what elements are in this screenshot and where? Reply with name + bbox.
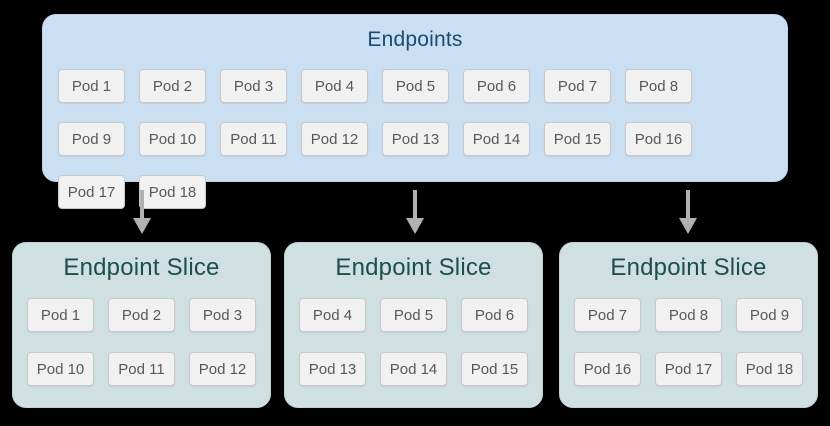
pod-box: Pod 3 xyxy=(220,69,287,103)
endpoints-pod-grid: Pod 1 Pod 2 Pod 3 Pod 4 Pod 5 Pod 6 Pod … xyxy=(43,69,787,209)
pod-box: Pod 3 xyxy=(189,298,256,332)
pod-box: Pod 2 xyxy=(139,69,206,103)
pod-box: Pod 12 xyxy=(301,122,368,156)
pod-box: Pod 8 xyxy=(655,298,722,332)
arrow-head xyxy=(406,218,424,234)
pod-box: Pod 13 xyxy=(299,352,366,386)
endpoint-slice-title: Endpoint Slice xyxy=(335,254,492,281)
arrow-stem xyxy=(140,190,144,218)
pod-box: Pod 10 xyxy=(139,122,206,156)
pod-box: Pod 9 xyxy=(736,298,803,332)
pod-box: Pod 1 xyxy=(58,69,125,103)
pod-box: Pod 14 xyxy=(463,122,530,156)
pod-box: Pod 7 xyxy=(544,69,611,103)
down-arrow-icon xyxy=(679,190,697,234)
pod-box: Pod 18 xyxy=(736,352,803,386)
pod-box: Pod 15 xyxy=(544,122,611,156)
pod-box: Pod 10 xyxy=(27,352,94,386)
pod-box: Pod 13 xyxy=(382,122,449,156)
pod-box: Pod 5 xyxy=(382,69,449,103)
pod-box: Pod 9 xyxy=(58,122,125,156)
pod-box: Pod 6 xyxy=(461,298,528,332)
pod-box: Pod 8 xyxy=(625,69,692,103)
pod-box: Pod 16 xyxy=(625,122,692,156)
slice-pod-grid: Pod 7 Pod 8 Pod 9 Pod 16 Pod 17 Pod 18 xyxy=(560,298,817,386)
down-arrow-icon xyxy=(406,190,424,234)
endpoint-slice-box-1: Endpoint Slice Pod 1 Pod 2 Pod 3 Pod 10 … xyxy=(12,242,271,408)
endpoint-slice-title: Endpoint Slice xyxy=(63,254,220,281)
endpoint-slice-title: Endpoint Slice xyxy=(610,254,767,281)
endpoint-slice-box-3: Endpoint Slice Pod 7 Pod 8 Pod 9 Pod 16 … xyxy=(559,242,818,408)
arrow-head xyxy=(679,218,697,234)
pod-box: Pod 18 xyxy=(139,175,206,209)
slice-pod-grid: Pod 1 Pod 2 Pod 3 Pod 10 Pod 11 Pod 12 xyxy=(13,298,270,386)
pod-box: Pod 2 xyxy=(108,298,175,332)
pod-box: Pod 5 xyxy=(380,298,447,332)
pod-box: Pod 7 xyxy=(574,298,641,332)
pod-box: Pod 17 xyxy=(58,175,125,209)
pod-box: Pod 11 xyxy=(220,122,287,156)
pod-box: Pod 17 xyxy=(655,352,722,386)
pod-box: Pod 12 xyxy=(189,352,256,386)
pod-box: Pod 1 xyxy=(27,298,94,332)
down-arrow-icon xyxy=(133,190,151,234)
pod-box: Pod 11 xyxy=(108,352,175,386)
pod-box: Pod 6 xyxy=(463,69,530,103)
arrow-stem xyxy=(413,190,417,218)
endpoints-title: Endpoints xyxy=(367,28,463,51)
pod-box: Pod 15 xyxy=(461,352,528,386)
pod-box: Pod 4 xyxy=(301,69,368,103)
pod-box: Pod 4 xyxy=(299,298,366,332)
arrow-stem xyxy=(686,190,690,218)
endpoint-slice-box-2: Endpoint Slice Pod 4 Pod 5 Pod 6 Pod 13 … xyxy=(284,242,543,408)
arrow-head xyxy=(133,218,151,234)
endpoints-box: Endpoints Pod 1 Pod 2 Pod 3 Pod 4 Pod 5 … xyxy=(42,14,788,209)
pod-box: Pod 14 xyxy=(380,352,447,386)
slice-pod-grid: Pod 4 Pod 5 Pod 6 Pod 13 Pod 14 Pod 15 xyxy=(285,298,542,386)
pod-box: Pod 16 xyxy=(574,352,641,386)
